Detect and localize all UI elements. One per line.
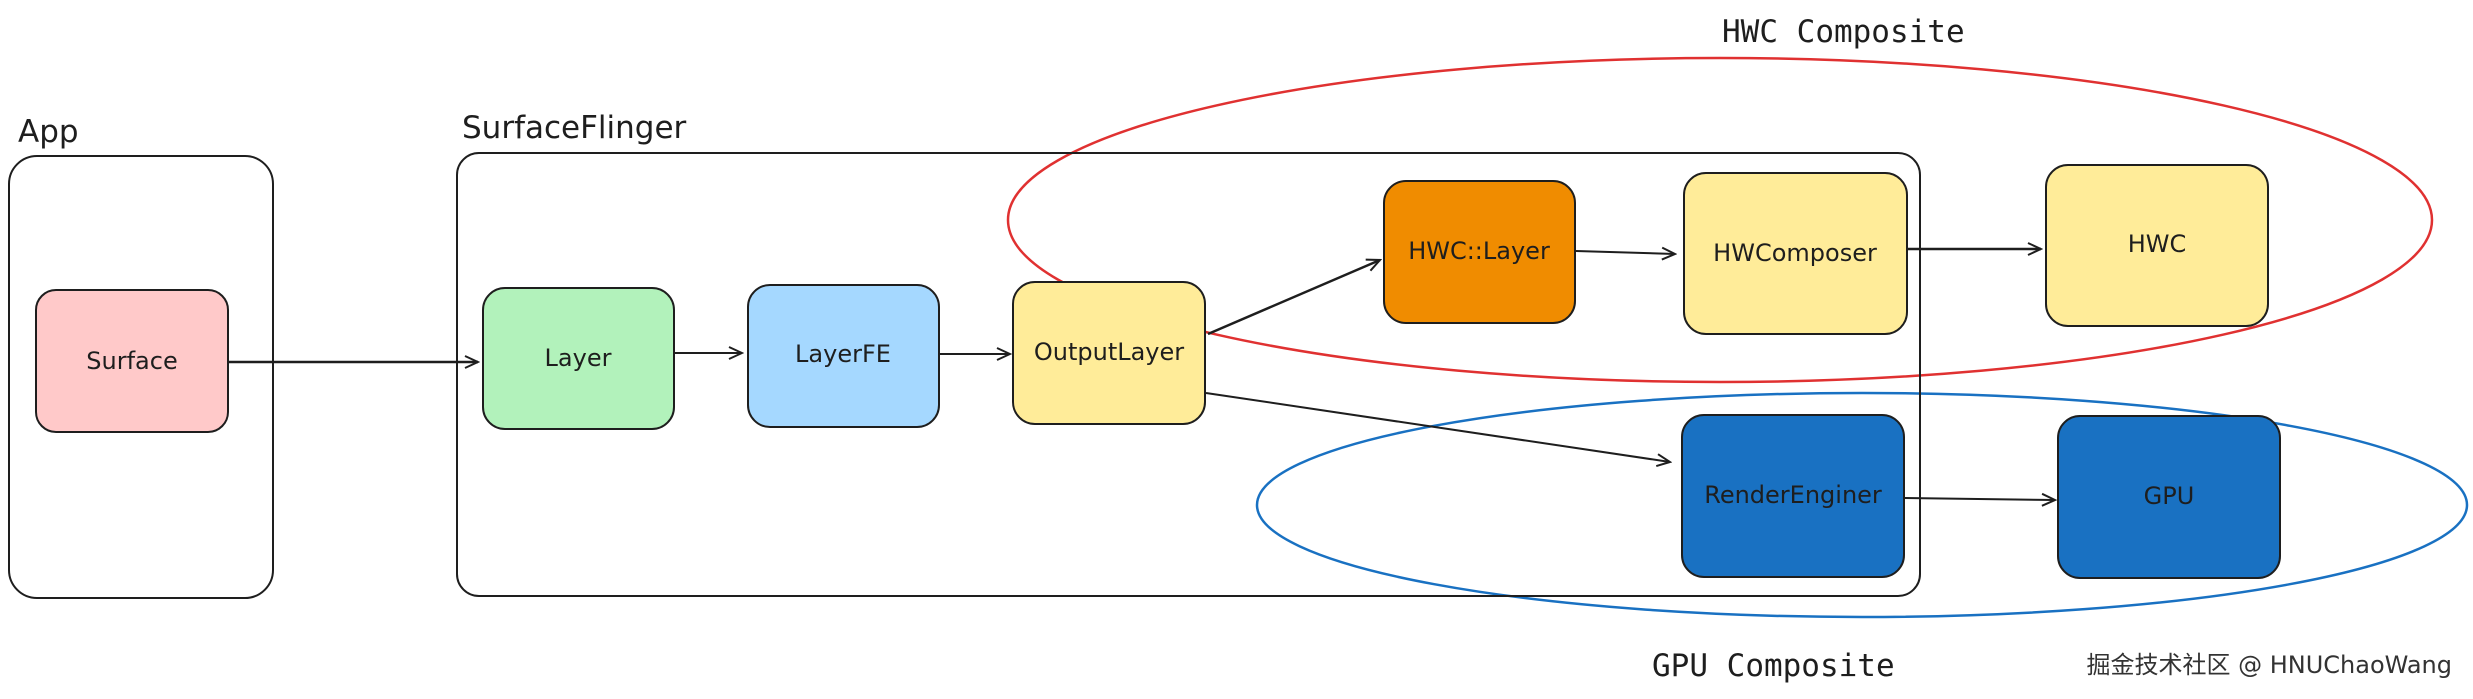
watermark-text: 掘金技术社区 @ HNUChaoWang bbox=[2086, 651, 2452, 679]
gpu-composite-title: GPU Composite bbox=[1652, 648, 1895, 684]
hwcomposer-node: HWComposer bbox=[1683, 172, 1908, 335]
gpu-label: GPU bbox=[2144, 482, 2195, 510]
layer-node: Layer bbox=[482, 287, 675, 430]
surfaceflinger-title: SurfaceFlinger bbox=[462, 110, 687, 146]
outputlayer-label: OutputLayer bbox=[1034, 338, 1184, 366]
surfaceflinger-container bbox=[456, 152, 1921, 597]
hwc-composite-title: HWC Composite bbox=[1722, 14, 1965, 50]
layerfe-label: LayerFE bbox=[795, 340, 891, 368]
hwcomposer-label: HWComposer bbox=[1713, 239, 1877, 267]
hwc-composite-region bbox=[1006, 56, 2434, 384]
arrow-renderengine-to-gpu bbox=[1904, 498, 2055, 500]
arrow-hwclayer-to-hwcomposer bbox=[1575, 251, 1675, 254]
hwc-label: HWC bbox=[2128, 230, 2187, 258]
app-title: App bbox=[18, 114, 79, 150]
hwclayer-node: HWC::Layer bbox=[1383, 180, 1576, 324]
arrow-outputlayer-to-hwclayer bbox=[1207, 260, 1380, 336]
gpu-node: GPU bbox=[2057, 415, 2281, 579]
renderengine-node: RenderEnginer bbox=[1681, 414, 1905, 578]
hwclayer-label: HWC::Layer bbox=[1408, 237, 1550, 265]
hwc-node: HWC bbox=[2045, 164, 2269, 327]
outputlayer-node: OutputLayer bbox=[1012, 281, 1206, 425]
layer-label: Layer bbox=[545, 344, 612, 372]
renderengine-label: RenderEnginer bbox=[1704, 481, 1882, 509]
app-container bbox=[8, 155, 274, 599]
layerfe-node: LayerFE bbox=[747, 284, 940, 428]
gpu-composite-region bbox=[1255, 391, 2469, 619]
surface-label: Surface bbox=[86, 347, 177, 375]
arrow-outputlayer-to-renderengine bbox=[1205, 392, 1670, 462]
surface-node: Surface bbox=[35, 289, 229, 433]
